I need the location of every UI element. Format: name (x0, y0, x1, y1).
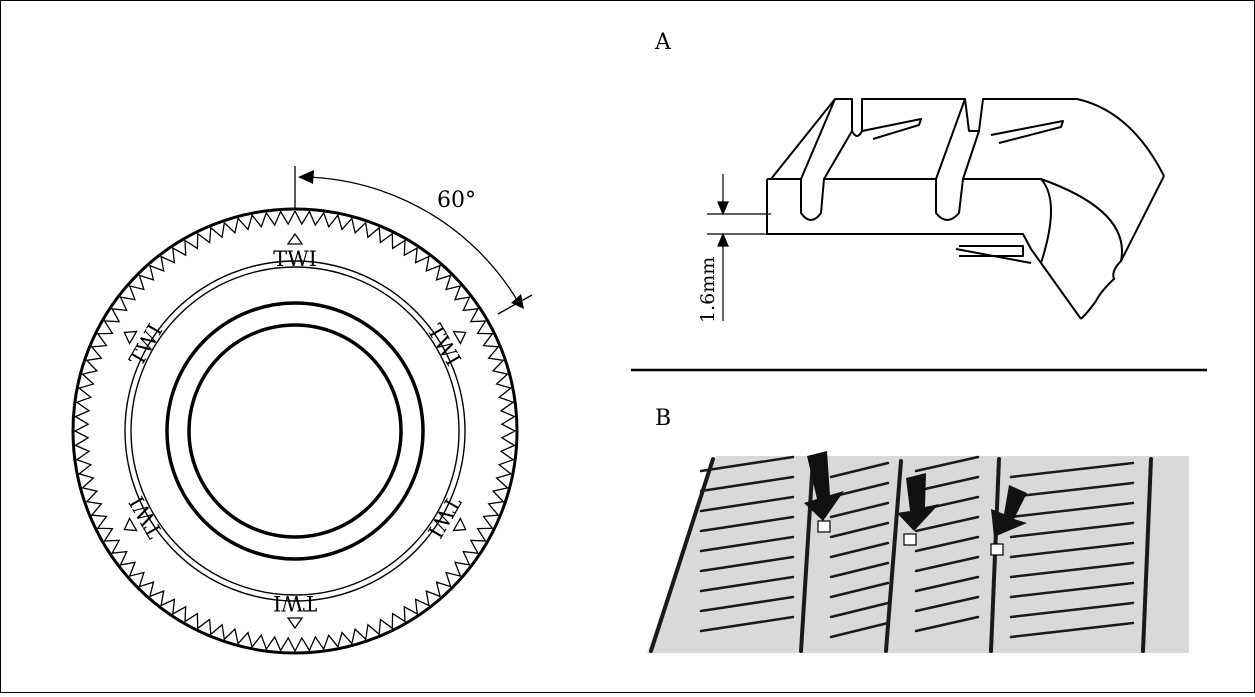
panel-label-a: A (654, 30, 672, 55)
panel-label-b: B (655, 406, 671, 431)
tread-groove-line (799, 457, 815, 653)
sipe-a (861, 118, 922, 140)
tread-groove-line (914, 515, 980, 533)
angle-arrowhead-end (511, 294, 524, 309)
angle-arc (305, 176, 521, 306)
tread-groove-line (1009, 621, 1135, 639)
angle-arrowhead-start (298, 170, 314, 184)
tread-groove-line (829, 621, 890, 639)
tread-top-front (767, 178, 1123, 262)
tread-groove-line (699, 615, 795, 633)
tread-groove-line (914, 595, 980, 613)
tread-groove-line (914, 555, 980, 573)
tread-groove-line (699, 555, 795, 573)
tread-groove-line (1009, 561, 1135, 579)
tread-groove-line (914, 455, 980, 473)
tread-groove-line (829, 501, 890, 519)
tread-groove-line (699, 475, 795, 493)
rib-edge-b (935, 98, 966, 180)
tread-groove-line (829, 561, 890, 579)
rib-edge-a (800, 98, 836, 180)
angle-label: 60° (437, 188, 476, 213)
tread-groove-line (699, 595, 795, 613)
tread-groove-line (829, 521, 890, 539)
tread-groove-line (1141, 457, 1153, 653)
sipe-b (990, 120, 1064, 144)
svg-text:TWI: TWI (125, 492, 168, 542)
twi-marker-lower-right: TWI (423, 492, 467, 542)
rim-inner (187, 323, 403, 539)
tread-photo (647, 451, 1189, 653)
sidewall-ring-inner (130, 266, 460, 596)
tread-groove-line (914, 535, 980, 553)
twi-marker-upper-left: TWI (123, 320, 167, 370)
tread-groove-line (1009, 521, 1135, 539)
depth-label: 1.6mm (697, 257, 719, 323)
tread-right-wall (1080, 175, 1165, 320)
wear-bar-top (955, 248, 1032, 264)
tread-groove-line (699, 535, 795, 553)
depth-dimension (707, 174, 771, 321)
tread-groove-line (829, 461, 890, 479)
tread-groove-line (914, 475, 980, 493)
svg-text:TWI: TWI (273, 247, 317, 271)
tread-groove-line (1009, 481, 1135, 499)
tread-groove-line (1009, 601, 1135, 619)
tread-front-face (766, 179, 1082, 320)
tread-groove-line (829, 581, 890, 599)
tread-top-back (770, 98, 1165, 180)
tread-cross-section (766, 98, 1165, 320)
twi-marker-bottom: TWI (273, 591, 317, 630)
tread-groove-line (1009, 541, 1135, 559)
tread-groove-line (1009, 501, 1135, 519)
tread-groove-line (829, 541, 890, 559)
tread-groove-line (829, 601, 890, 619)
tread-groove-line (699, 495, 795, 513)
sidewall-ring-outer (124, 260, 466, 602)
wear-arrow-2 (897, 473, 939, 546)
svg-text:TWI: TWI (273, 591, 317, 615)
wear-arrow-1 (804, 451, 844, 533)
twi-marker-upper-right: TWI (423, 320, 467, 370)
groove-edge-b (962, 130, 980, 180)
tread-groove-line (699, 455, 795, 473)
shoulder-curve (1040, 178, 1052, 264)
tread-groove-line (914, 575, 980, 593)
tread-groove-line (884, 459, 903, 653)
tread-teeth (73, 210, 517, 653)
groove-edge-a (823, 130, 853, 180)
tread-groove-line (699, 515, 795, 533)
tread-groove-line (1009, 581, 1135, 599)
tread-grooves (649, 455, 1153, 653)
rim-outer (165, 301, 425, 561)
tread-groove-line (914, 615, 980, 633)
wear-arrow-3 (990, 485, 1027, 556)
twi-marker-top: TWI (273, 232, 317, 271)
twi-marker-lower-left: TWI (123, 492, 168, 542)
photo-background (647, 456, 1189, 653)
svg-text:TWI: TWI (423, 320, 466, 370)
tread-groove-line (699, 575, 795, 593)
tire-diagram: TWI TWI TWI TWI TWI TWI 60° (71, 166, 533, 655)
tread-groove-line (1009, 461, 1135, 479)
